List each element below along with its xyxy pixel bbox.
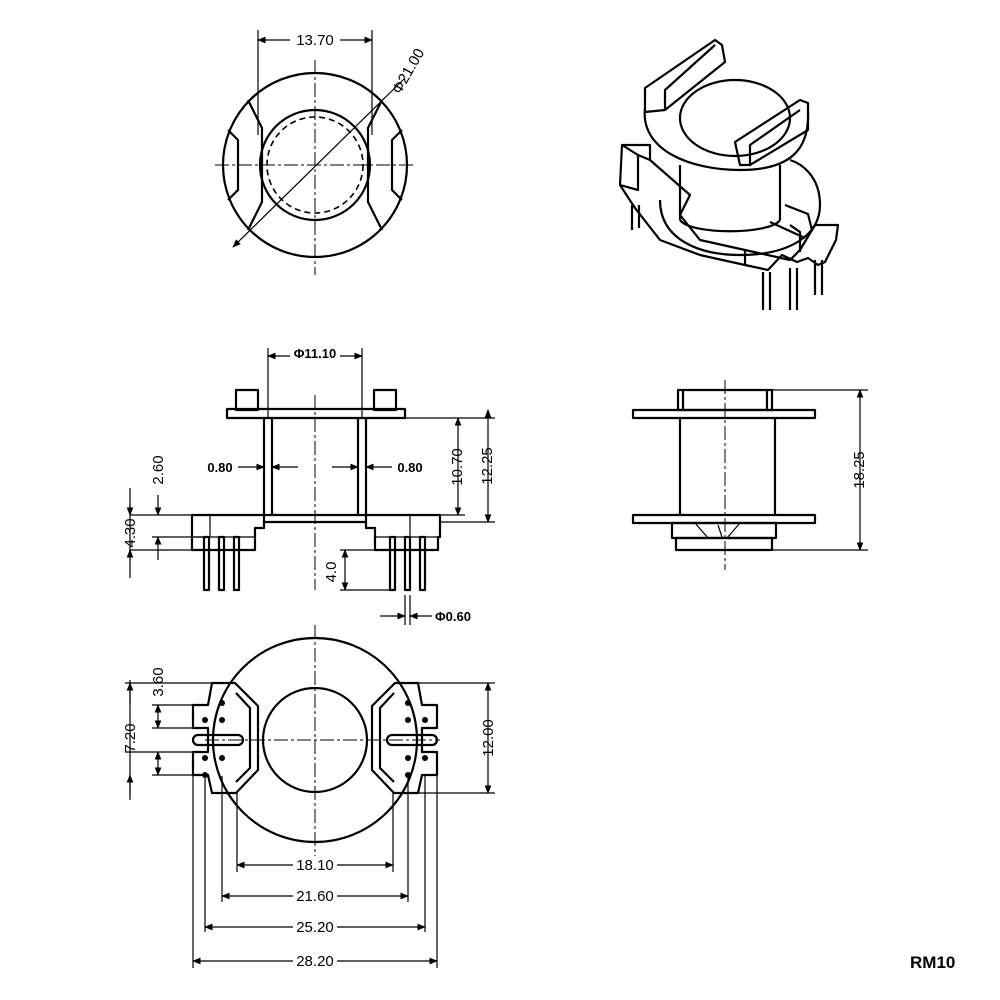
model-label: RM10 [910, 953, 956, 972]
dim-pin-top: 3.60 [150, 667, 167, 696]
dim-wall-right: 0.80 [397, 460, 422, 475]
dim-wall-left: 0.80 [207, 460, 232, 475]
bottom-view: 3.60 7.20 12.00 18.10 21.60 25.20 28.20 [122, 625, 497, 970]
dim-span-3: 25.20 [296, 919, 334, 936]
dim-total-height: 18.25 [851, 451, 868, 489]
dim-span-4: 28.20 [296, 953, 334, 970]
dim-body-height: 12.25 [479, 447, 496, 485]
top-view: 13.70 Φ21.00 [215, 30, 428, 275]
dim-base-height: 4.30 [122, 518, 139, 547]
dim-inner-height: 10.70 [449, 448, 466, 486]
front-view: Φ11.10 0.80 0.80 10.70 12.25 2.60 4.30 4… [122, 344, 496, 625]
isometric-view [618, 38, 840, 310]
side-view: 18.25 [631, 380, 868, 570]
dim-pin-length: 4.0 [323, 562, 340, 583]
dim-flange-offset: 2.60 [150, 455, 167, 484]
dim-span-1: 18.10 [296, 857, 334, 874]
dim-bore-diameter: Φ11.10 [294, 346, 337, 361]
dim-span-2: 21.60 [296, 888, 334, 905]
dim-top-diameter: Φ21.00 [389, 46, 428, 97]
dim-pin-diameter: Φ0.60 [435, 609, 471, 624]
dim-pin-pitch-v: 7.20 [122, 723, 139, 752]
dim-top-width: 13.70 [296, 32, 334, 49]
dim-bottom-height: 12.00 [480, 719, 497, 757]
